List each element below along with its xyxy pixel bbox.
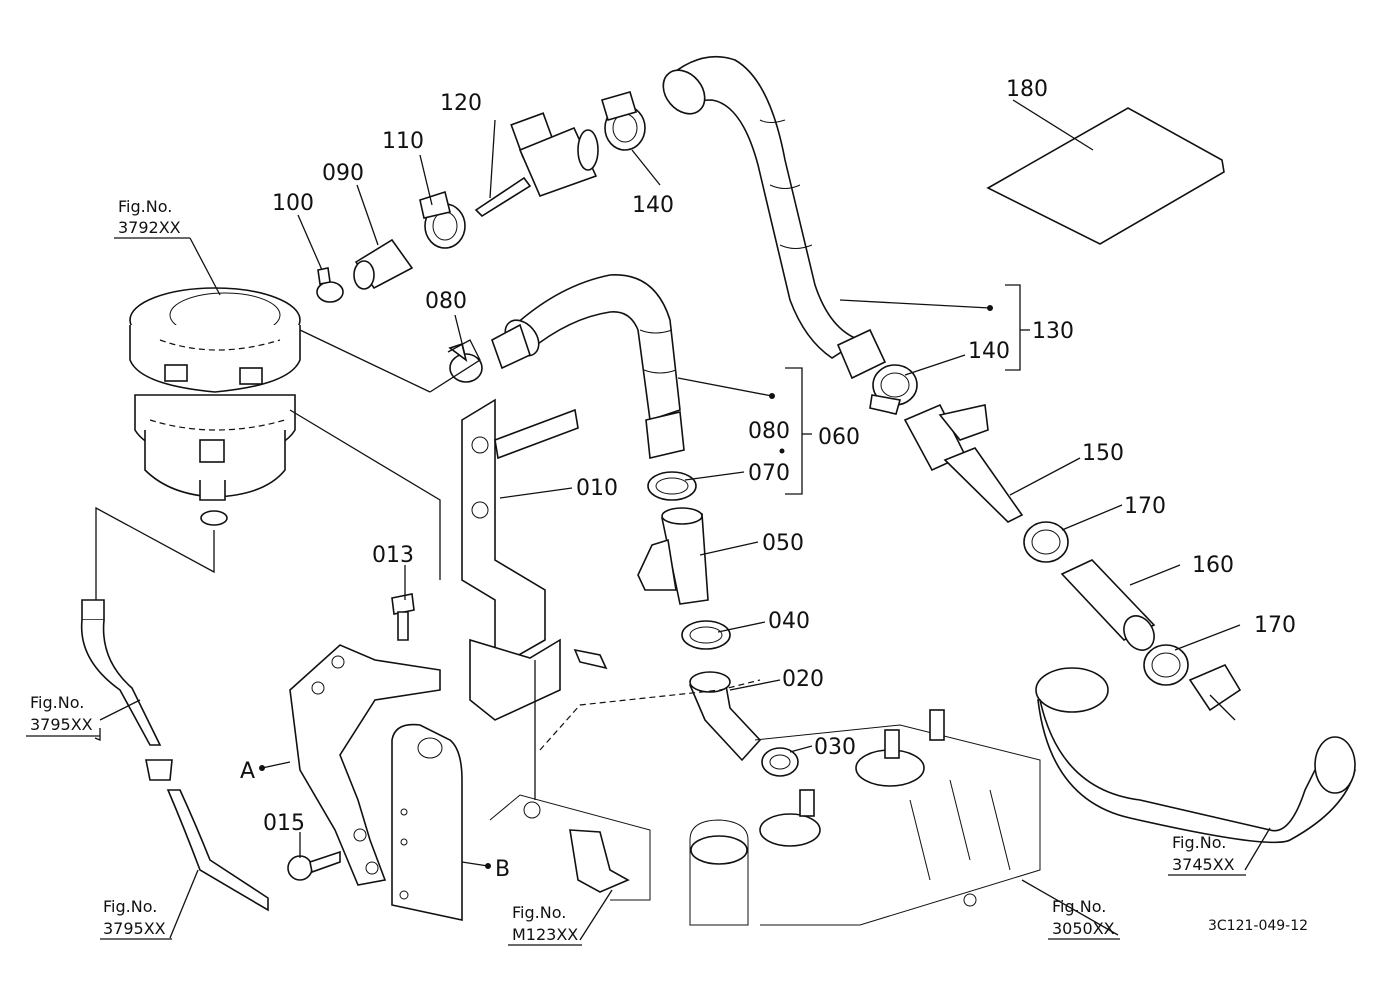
clamp-070 (647, 471, 697, 501)
clamp-100 (316, 267, 344, 303)
label-140-top: 140 (632, 193, 674, 218)
plate-b (391, 723, 463, 921)
hose-060 (491, 274, 685, 459)
label-080-mid: 080 (748, 419, 790, 444)
hose-090 (353, 238, 414, 290)
hose-130 (662, 56, 887, 380)
clamp-080 (448, 342, 483, 383)
fitting-050 (637, 507, 709, 605)
label-070: 070 (748, 461, 790, 486)
svg-text:Fig.No.: Fig.No. (1172, 833, 1226, 852)
svg-text:3792XX: 3792XX (118, 218, 181, 237)
label-080-top: 080 (425, 289, 467, 314)
label-090: 090 (322, 161, 364, 186)
svg-text:Fig.No.: Fig.No. (1052, 897, 1106, 916)
svg-text:3795XX: 3795XX (30, 715, 93, 734)
label-020: 020 (782, 667, 824, 692)
figref-3050: Fig.No. 3050XX (1048, 897, 1120, 940)
label-030: 030 (814, 735, 856, 760)
clamp-040 (681, 620, 731, 650)
air-cleaner (129, 287, 301, 526)
svg-text:Fig.No.: Fig.No. (512, 903, 566, 922)
figref-M123: Fig.No. M123XX (508, 903, 582, 946)
label-150: 150 (1082, 441, 1124, 466)
bolt-015 (287, 850, 341, 881)
label-point-b: B (495, 857, 510, 882)
label-180: 180 (1006, 77, 1048, 102)
clamp-140-mid (869, 364, 918, 415)
label-013: 013 (372, 543, 414, 568)
label-140-mid: 140 (968, 339, 1010, 364)
bolt-013 (391, 593, 415, 641)
clamp-170-upper (1023, 521, 1069, 563)
pipe-120 (474, 176, 532, 218)
instruction-sheet-180 (986, 107, 1225, 245)
label-015: 015 (263, 811, 305, 836)
figref-3792: Fig.No. 3792XX (114, 197, 190, 239)
label-170-upper: 170 (1124, 494, 1166, 519)
svg-text:M123XX: M123XX (512, 925, 578, 944)
svg-text:Fig.No.: Fig.No. (118, 197, 172, 216)
figure-references: Fig.No. 3792XX Fig.No. 3795XX Fig.No. 37… (26, 197, 1246, 946)
valve-body (510, 112, 599, 198)
breather-hose-lower (80, 506, 269, 912)
engine-block (489, 679, 1041, 926)
bracket-010 (461, 398, 579, 721)
leader-lines (94, 99, 1271, 941)
clamp-030 (761, 747, 799, 777)
label-130: 130 (1032, 319, 1074, 344)
label-050: 050 (762, 531, 804, 556)
valve-150 (903, 403, 1024, 523)
hose-020 (689, 671, 762, 762)
bolt-side (573, 648, 608, 670)
bracket-a (289, 644, 441, 886)
label-040: 040 (768, 609, 810, 634)
hose-160 (1060, 559, 1156, 651)
clamp-170-lower (1143, 644, 1189, 686)
label-160: 160 (1192, 553, 1234, 578)
label-060: 060 (818, 425, 860, 450)
intake-pipe-3745 (1035, 663, 1356, 844)
label-010: 010 (576, 476, 618, 501)
label-110: 110 (382, 129, 424, 154)
svg-text:3745XX: 3745XX (1172, 855, 1235, 874)
svg-text:Fig.No.: Fig.No. (30, 693, 84, 712)
figref-3795-lower: Fig.No. 3795XX (100, 897, 172, 940)
label-100: 100 (272, 191, 314, 216)
figref-3745: Fig.No. 3745XX (1168, 833, 1246, 876)
label-170-lower: 170 (1254, 613, 1296, 638)
figref-3795-upper: Fig.No. 3795XX (26, 693, 100, 737)
clamp-140-top (601, 91, 646, 151)
drawing-code: 3C121-049-12 (1208, 918, 1308, 934)
svg-text:Fig.No.: Fig.No. (103, 897, 157, 916)
svg-text:3795XX: 3795XX (103, 919, 166, 938)
clamp-110 (419, 190, 466, 249)
label-120: 120 (440, 91, 482, 116)
svg-text:3050XX: 3050XX (1052, 919, 1115, 938)
label-point-a: A (240, 759, 255, 784)
part-labels: 180 120 110 090 100 140 080 130 140 080 … (240, 77, 1296, 882)
